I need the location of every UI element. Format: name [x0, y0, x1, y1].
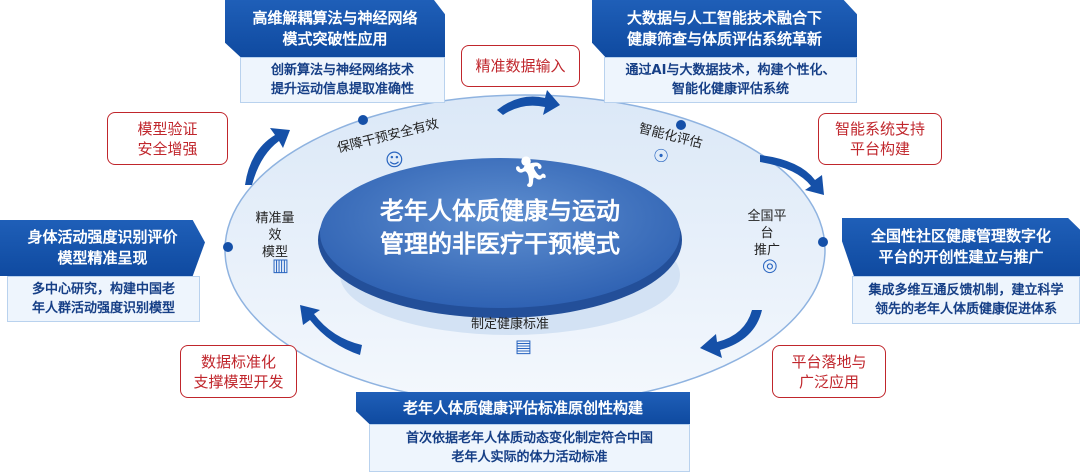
- title-line: 模型精准呈现: [57, 249, 148, 267]
- arrow-icon: [300, 305, 362, 355]
- desc-line: 多中心研究，构建中国老: [31, 282, 175, 297]
- ring-dot: [818, 237, 828, 247]
- box-right-title: 全国性社区健康管理数字化 平台的开创性建立与推广: [842, 218, 1080, 276]
- center-title-line: 老年人体质健康与运动: [380, 197, 620, 225]
- box-top-left-title: 高维解耦算法与神经网络 模式突破性应用: [225, 0, 445, 57]
- ring-label-model: 精准量效 模型: [250, 210, 300, 261]
- runner-icon: 🏃︎: [512, 155, 551, 190]
- box-top-left-desc: 创新算法与神经网络技术 提升运动信息提取准确性: [240, 57, 445, 103]
- callout-text: 广泛应用: [798, 372, 859, 391]
- desc-line: 集成多维互通反馈机制，建立科学: [868, 283, 1064, 298]
- callout-text: 平台构建: [849, 140, 910, 158]
- box-top-right-title: 大数据与人工智能技术融合下 健康筛查与体质评估系统革新: [592, 0, 857, 57]
- box-left-desc: 多中心研究，构建中国老 年人群活动强度识别模型: [7, 276, 200, 322]
- core-ellipse: [320, 158, 680, 308]
- box-bottom-desc: 首次依据老年人体质动态变化制定符合中国 老年人实际的体力活动标准: [369, 424, 690, 472]
- label-line: 推广: [753, 243, 780, 258]
- desc-line: 领先的老年人体质健康促进体系: [874, 302, 1057, 317]
- ai-head-icon: ☉: [653, 146, 670, 167]
- ring-dot: [358, 115, 368, 125]
- box-right-desc: 集成多维互通反馈机制，建立科学 领先的老年人体质健康促进体系: [852, 276, 1080, 324]
- ring-label-standard: 制定健康标准: [470, 317, 549, 332]
- lifebuoy-icon: ◎: [762, 255, 778, 276]
- title-line: 身体活动强度识别评价: [27, 228, 178, 246]
- desc-line: 首次依据老年人体质动态变化制定符合中国: [405, 431, 653, 446]
- desc-line: 创新算法与神经网络技术: [270, 63, 414, 78]
- desc-line: 智能化健康评估系统: [671, 82, 789, 97]
- desc-line: 老年人实际的体力活动标准: [451, 450, 608, 465]
- desc-line: 通过AI与大数据技术，构建个性化、: [625, 63, 836, 78]
- center-title-line: 管理的非医疗干预模式: [380, 230, 620, 258]
- arrow-icon: [760, 155, 824, 195]
- box-top-right-desc: 通过AI与大数据技术，构建个性化、 智能化健康评估系统: [604, 57, 857, 103]
- label-line: 全国平台: [747, 209, 787, 241]
- title-line: 老年人体质健康评估标准原创性构建: [402, 398, 643, 417]
- desc-line: 年人群活动强度识别模型: [31, 301, 175, 316]
- label-line: 模型: [261, 245, 288, 260]
- callout-text: 模型验证: [137, 119, 198, 138]
- title-line: 模式突破性应用: [282, 29, 388, 48]
- ring-label-platform: 全国平台 推广: [742, 208, 792, 259]
- title-line: 健康筛查与体质评估系统革新: [626, 29, 822, 48]
- callout-text: 数据标准化: [200, 352, 276, 371]
- callout-text: 支撑模型开发: [193, 372, 284, 391]
- flow-arrows: [245, 90, 824, 358]
- center-title: 老年人体质健康与运动 管理的非医疗干预模式: [330, 195, 670, 261]
- callout-data-standard: 数据标准化 支撑模型开发: [180, 345, 297, 398]
- callout-platform: 平台落地与 广泛应用: [772, 345, 886, 398]
- callout-model-validation: 模型验证 安全增强: [107, 112, 228, 165]
- desc-line: 提升运动信息提取准确性: [270, 82, 414, 97]
- ring-dot: [223, 242, 233, 252]
- arrow-icon: [245, 128, 290, 185]
- bar-chart-icon: ▥: [272, 255, 290, 276]
- callout-text: 精准数据输入: [475, 57, 566, 75]
- box-bottom-title: 老年人体质健康评估标准原创性构建: [356, 392, 690, 424]
- ring-dot: [676, 120, 686, 130]
- arrow-icon: [700, 310, 762, 358]
- person-icon: ☺: [385, 150, 404, 171]
- title-line: 高维解耦算法与神经网络: [252, 8, 418, 27]
- title-line: 平台的开创性建立与推广: [878, 248, 1044, 266]
- label-line: 精准量效: [255, 211, 295, 243]
- callout-text: 平台落地与: [791, 352, 867, 371]
- callout-text: 安全增强: [137, 139, 198, 158]
- document-icon: ▤: [515, 336, 533, 357]
- title-line: 全国性社区健康管理数字化: [870, 227, 1051, 245]
- callout-data-input: 精准数据输入: [461, 45, 580, 87]
- title-line: 大数据与人工智能技术融合下: [626, 8, 822, 27]
- arrow-icon: [497, 90, 560, 115]
- callout-text: 智能系统支持: [834, 120, 925, 138]
- callout-smart-system: 智能系统支持 平台构建: [818, 113, 942, 165]
- box-left-title: 身体活动强度识别评价 模型精准呈现: [0, 220, 205, 276]
